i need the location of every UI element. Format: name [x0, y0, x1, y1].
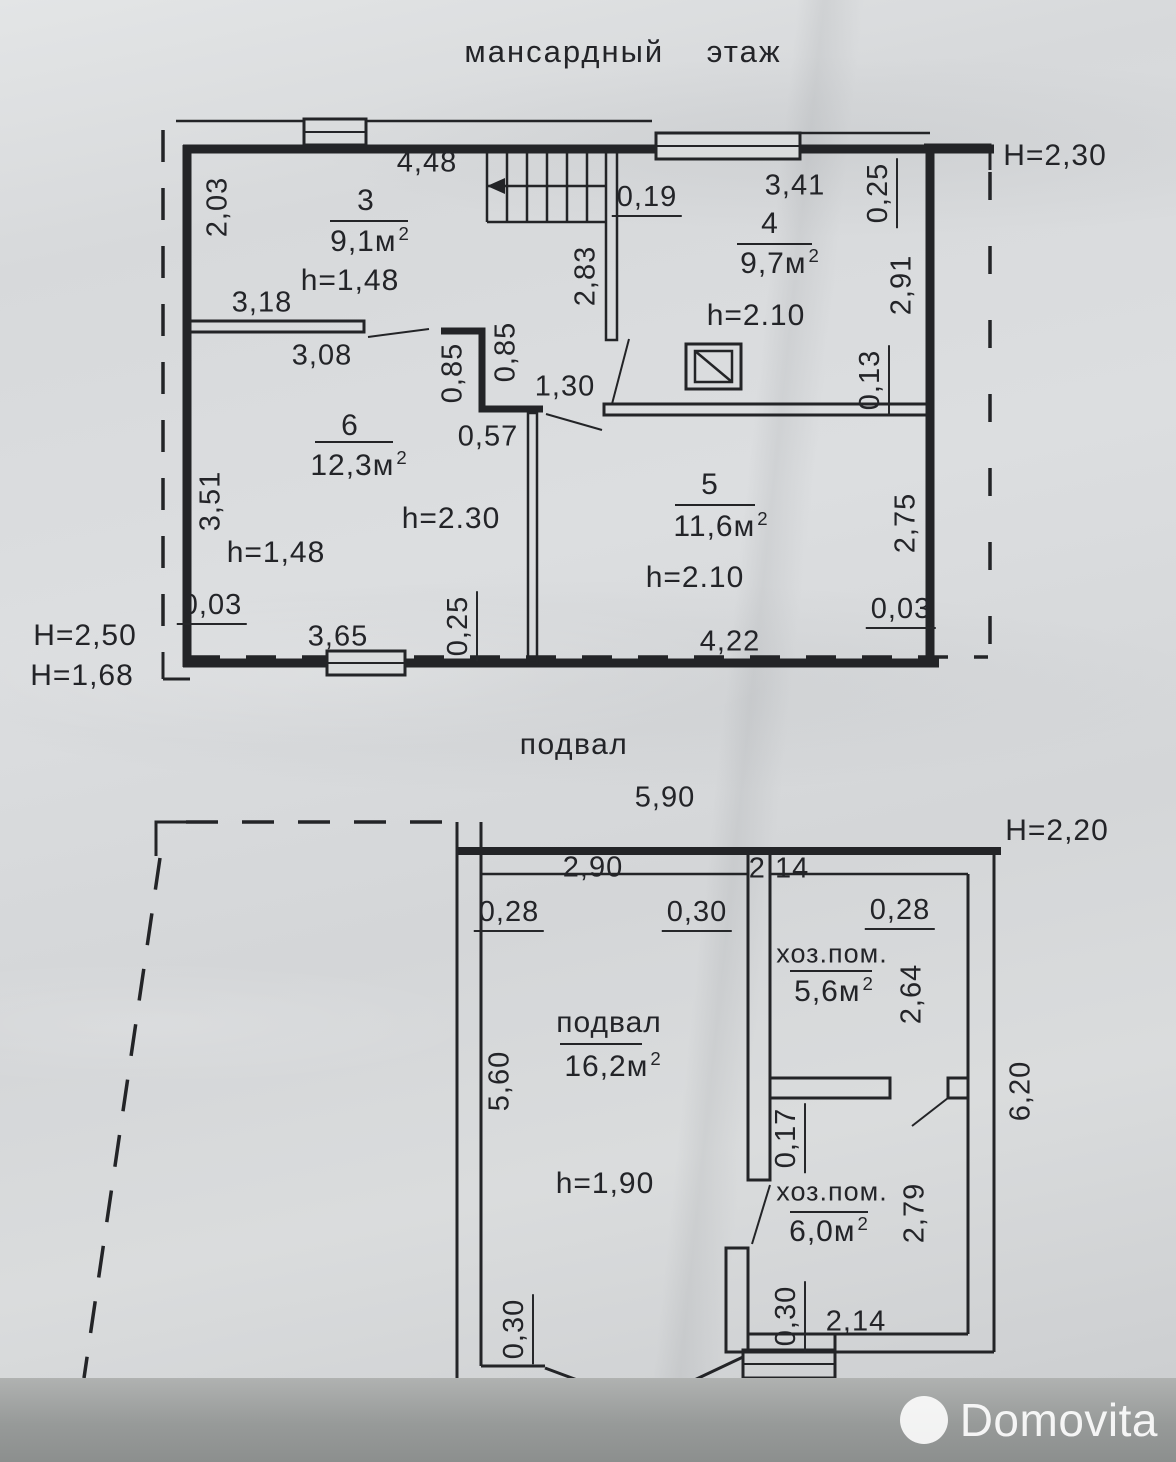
dim-label: 2,90 — [562, 851, 624, 884]
door-swing — [611, 338, 630, 405]
dim-label: 4,48 — [396, 146, 458, 179]
dim-label: 3,51 — [194, 470, 227, 532]
dim-label: 0,30 — [770, 1280, 806, 1352]
room-6-0-name: хоз.пом. — [776, 1176, 888, 1207]
dim-label: 0,85 — [436, 342, 469, 404]
door-swing — [751, 1184, 771, 1245]
room-6-number: 6 — [341, 409, 359, 442]
dim-label: 0,30 — [661, 898, 733, 932]
dim-label: 2,83 — [569, 245, 602, 307]
attic-dashed-boundary — [161, 130, 992, 659]
room-3-number: 3 — [357, 184, 375, 217]
basement-title: подвал — [519, 728, 629, 761]
dim-label: 2,64 — [895, 963, 928, 1025]
staircase — [485, 148, 619, 342]
basement-plan-drawing — [82, 820, 1001, 1405]
dim-label: 0,57 — [457, 420, 519, 453]
stair-direction-arrow — [487, 178, 505, 194]
domovita-watermark: Domovita — [899, 1394, 1158, 1446]
attic-title: мансардный этаж — [464, 34, 782, 69]
room-3-height: h=1,48 — [300, 264, 400, 297]
wall-room4-room5 — [602, 402, 933, 417]
dim-label: 0,30 — [498, 1293, 534, 1365]
dim-label: 3,08 — [291, 339, 353, 372]
dim-label: 2,14 — [748, 852, 810, 885]
stairwell-wall — [604, 148, 619, 342]
room-6-height: h=2.30 — [401, 502, 501, 535]
dim-label: 5,90 — [634, 781, 696, 814]
room-podval-height: h=1,90 — [555, 1167, 655, 1200]
room-4-number: 4 — [761, 207, 779, 240]
dim-label: 1,30 — [534, 370, 596, 403]
dim-label: 0,28 — [864, 896, 936, 930]
attic-height-note-left-2: H=1,68 — [30, 659, 134, 692]
basement-central-wall-upper — [746, 849, 772, 1182]
door-swing — [545, 413, 603, 431]
dim-label: 0,25 — [862, 157, 898, 229]
domovita-brand-text: Domovita — [959, 1394, 1158, 1446]
dim-label: 0,17 — [770, 1102, 806, 1174]
fraction-lines — [560, 970, 872, 1213]
dim-label: 4,22 — [699, 625, 761, 658]
attic-height-note: H=2,30 — [1003, 139, 1107, 172]
room-5-6-name: хоз.пом. — [776, 938, 888, 969]
dim-label: 3,65 — [307, 620, 369, 653]
dim-label: 0,19 — [611, 183, 683, 217]
room-4-height: h=2.10 — [706, 299, 806, 332]
basement-central-wall-lower — [724, 1246, 750, 1354]
domovita-logo-circle — [899, 1396, 948, 1444]
dim-label: 0,13 — [854, 344, 890, 416]
dim-label: 3,18 — [231, 286, 293, 319]
wall-stub — [946, 1076, 970, 1100]
room-5-number: 5 — [701, 468, 719, 501]
dim-label: 0,25 — [442, 590, 478, 662]
dim-label: 2,79 — [898, 1182, 931, 1244]
dim-label: 2,14 — [825, 1305, 887, 1338]
dim-label: 5,60 — [483, 1050, 516, 1112]
attic-windows — [302, 117, 802, 677]
room-6-height-2: h=1,48 — [226, 536, 326, 569]
jog-wall — [441, 327, 543, 413]
dim-label: 3,41 — [764, 169, 826, 202]
dim-label: 0,28 — [473, 898, 545, 932]
wall-room6-room5 — [526, 411, 539, 665]
dim-label: 2,03 — [201, 176, 234, 238]
dim-label: 2,75 — [889, 492, 922, 554]
dim-label: 0,03 — [176, 591, 248, 625]
wall-room3-room6 — [186, 319, 366, 334]
dim-label: 0,03 — [865, 595, 937, 629]
room-5-height: h=2.10 — [645, 561, 745, 594]
chimney-symbol — [684, 342, 743, 391]
wall-5-6-and-6-0 — [768, 1076, 892, 1100]
basement-height-note: H=2,20 — [1005, 814, 1109, 847]
dim-label: 2,91 — [885, 254, 918, 316]
door-swing — [911, 1097, 949, 1127]
dim-label: 6,20 — [1004, 1060, 1037, 1122]
attic-height-note-left-1: H=2,50 — [33, 619, 137, 652]
dim-label: 0,85 — [489, 321, 522, 383]
fraction-lines — [315, 220, 812, 506]
photo-bottom-band: Domovita — [0, 1378, 1176, 1462]
attic-plan-drawing — [161, 117, 994, 681]
door-swing — [367, 328, 430, 338]
room-podval-name: подвал — [556, 1006, 662, 1039]
